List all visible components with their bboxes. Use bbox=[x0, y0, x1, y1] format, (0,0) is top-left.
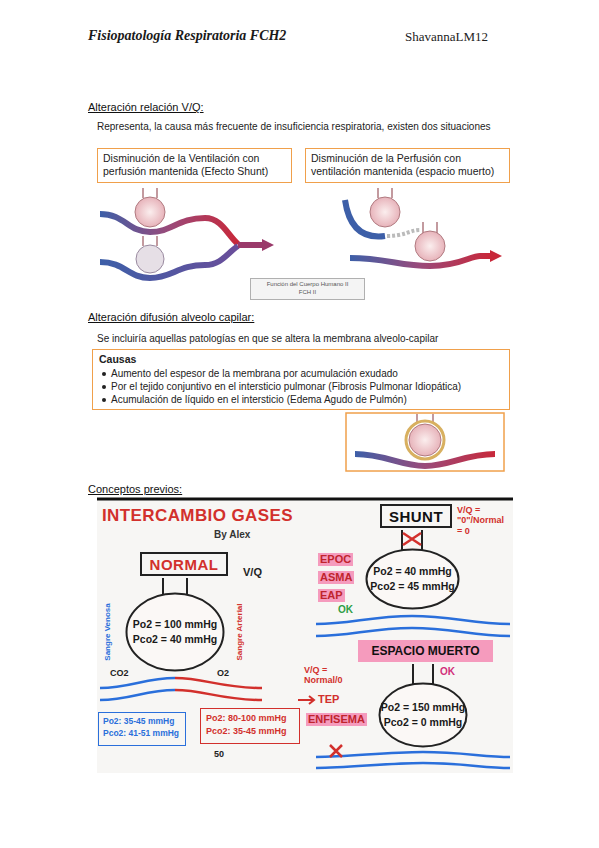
gas-label: CO2 bbox=[110, 668, 129, 678]
alveolus bbox=[415, 231, 445, 261]
node-text: Pco2 = 45 mmHg bbox=[370, 579, 454, 594]
node-text: Función del Cuerpo Humano II bbox=[254, 281, 361, 289]
alveolus bbox=[135, 197, 165, 227]
section-heading: Conceptos previos: bbox=[88, 483, 182, 496]
capillary bbox=[350, 256, 490, 266]
node-text: Po2: 80-100 mmHg bbox=[206, 712, 294, 725]
disease: ENFISEMA bbox=[306, 713, 367, 726]
situation-box: Disminución de la Perfusión con ventilac… bbox=[305, 148, 510, 183]
venous-values: Po2: 35-45 mmHgPco2: 41-51 mmHg bbox=[98, 712, 186, 746]
diffusion-illustration bbox=[345, 412, 505, 472]
ratio: V/Q = Normal/0 bbox=[304, 665, 366, 686]
author: ShavannaLM12 bbox=[405, 30, 488, 45]
figure-caption: Función del Cuerpo Humano IIFCH II bbox=[250, 278, 365, 300]
note: OK bbox=[440, 666, 455, 678]
alveolus-outline bbox=[365, 548, 460, 610]
alveolus-outline bbox=[367, 550, 459, 609]
ratio: V/Q = "0"/Normal = 0 bbox=[457, 505, 511, 536]
arterial-values: Po2: 80-100 mmHgPco2: 35-45 mmHg bbox=[200, 708, 300, 744]
node-text: Po2 = 40 mmHg bbox=[373, 564, 452, 579]
alveolus bbox=[409, 424, 441, 456]
body-text: Representa, la causa más frecuente de in… bbox=[97, 121, 491, 133]
capillary bbox=[316, 752, 510, 768]
causes-box: CausasAumento del espesor de la membrana… bbox=[92, 349, 510, 410]
body-text: Se incluiría aquellas patologías en que … bbox=[97, 333, 438, 345]
node-text: Pco2: 41-51 mmHg bbox=[103, 728, 181, 740]
node-text: Disminución de la Ventilación con perfus… bbox=[103, 152, 286, 178]
vessel-label: Sangre Venosa bbox=[103, 603, 112, 660]
whiteboard bbox=[97, 498, 513, 773]
node-text: FCH II bbox=[254, 289, 361, 297]
pointer-arrow bbox=[298, 696, 314, 704]
arrow-head bbox=[262, 239, 274, 251]
alveolus bbox=[370, 197, 400, 227]
capillary bbox=[355, 454, 495, 466]
disease: EPOC bbox=[318, 553, 353, 566]
node-text: Po2: 35-45 mmHg bbox=[103, 716, 181, 728]
heading-box: NORMAL bbox=[140, 552, 228, 576]
node-text: NORMAL bbox=[150, 556, 219, 573]
heading-box: ESPACIO MUERTO bbox=[358, 640, 493, 662]
node-text: ESPACIO MUERTO bbox=[371, 644, 479, 658]
block-cross bbox=[330, 745, 342, 757]
section-heading: Alteración relación V/Q: bbox=[88, 101, 204, 114]
arterial-capillary bbox=[175, 678, 262, 700]
disease: ASMA bbox=[318, 571, 354, 584]
node-text: Po2 = 100 mmHg bbox=[133, 617, 217, 632]
node-text: Pco2: 35-45 mmHg bbox=[206, 725, 294, 738]
block-cross bbox=[403, 533, 421, 545]
box-heading: Causas bbox=[99, 353, 503, 367]
bullet-item: Aumento del espesor de la membrana por a… bbox=[99, 367, 503, 380]
collapsed-alveolus bbox=[136, 245, 164, 273]
alveolus-outline bbox=[380, 684, 467, 747]
frame bbox=[346, 413, 504, 471]
thick-membrane bbox=[406, 421, 444, 459]
alveolus: Po2 = 40 mmHgPco2 = 45 mmHg bbox=[365, 548, 460, 610]
node-text: Disminución de la Perfusión con ventilac… bbox=[311, 152, 504, 178]
ratio: V/Q bbox=[243, 566, 262, 579]
disease: TEP bbox=[318, 693, 339, 706]
node-text: Po2 = 150 mmHg bbox=[381, 700, 465, 715]
gas-label: O2 bbox=[217, 668, 229, 678]
bullet-item: Por el tejido conjuntivo en el interstic… bbox=[99, 380, 503, 393]
node-text: Pco2 = 40 mmHg bbox=[133, 632, 217, 647]
capillary bbox=[100, 246, 238, 278]
drawing-title: INTERCAMBIO GASES bbox=[102, 506, 293, 526]
mixed-flow bbox=[238, 242, 262, 248]
bullet-item: Acumulación de líquido en el intersticio… bbox=[99, 393, 503, 406]
panel-edge bbox=[97, 498, 513, 501]
note: 50 bbox=[214, 749, 224, 759]
node-text: SHUNT bbox=[389, 508, 443, 525]
alveolus: Po2 = 100 mmHgPco2 = 40 mmHg bbox=[125, 592, 225, 672]
alveolus-outline bbox=[125, 592, 225, 672]
node-text: Pco2 = 0 mmHg bbox=[384, 715, 463, 730]
blocked-capillary bbox=[345, 200, 385, 236]
page-title: Fisiopatología Respiratoria FCH2 bbox=[88, 28, 286, 44]
signature: By Alex bbox=[214, 529, 250, 541]
capillary bbox=[100, 214, 238, 244]
alveolus: Po2 = 150 mmHgPco2 = 0 mmHg bbox=[378, 682, 468, 748]
vessel-label: Sangre Arterial bbox=[235, 603, 244, 660]
venous-capillary bbox=[100, 678, 175, 700]
alveolus-outline bbox=[378, 682, 468, 748]
heading-box: SHUNT bbox=[380, 504, 452, 528]
section-heading: Alteración difusión alveolo capilar: bbox=[88, 311, 254, 324]
note: OK bbox=[338, 604, 353, 616]
no-flow bbox=[387, 230, 420, 236]
arrow-head bbox=[490, 250, 502, 262]
capillary bbox=[316, 616, 510, 636]
alveolus-outline bbox=[127, 594, 224, 671]
disease: EAP bbox=[318, 589, 345, 602]
situation-box: Disminución de la Ventilación con perfus… bbox=[97, 148, 292, 183]
